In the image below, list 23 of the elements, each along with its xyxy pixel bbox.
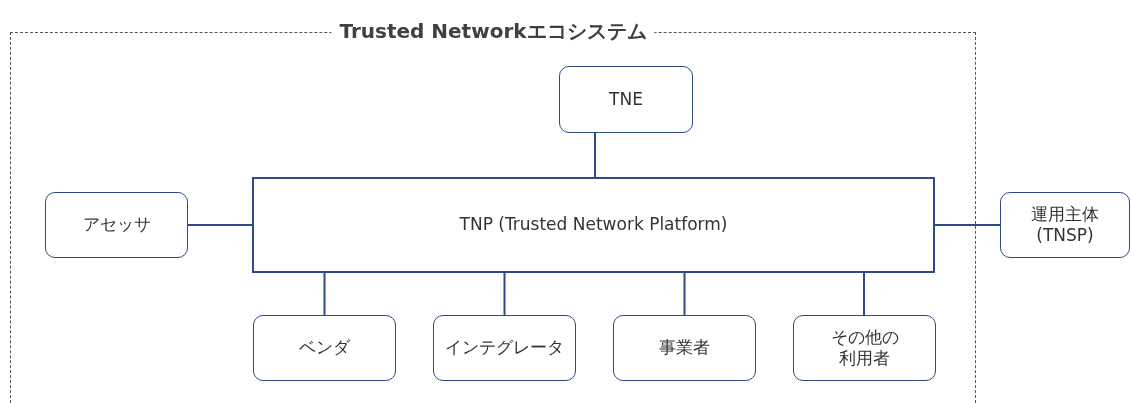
node-label: TNP (Trusted Network Platform) xyxy=(458,214,729,236)
rounded-box xyxy=(1000,192,1130,258)
node-label: インテグレータ xyxy=(444,337,565,359)
node-label: アセッサ xyxy=(81,214,152,236)
rounded-box xyxy=(613,315,756,381)
rounded-box xyxy=(45,192,188,258)
node-label: 運用主体 (TNSP) xyxy=(1030,203,1100,247)
connector-line xyxy=(503,272,506,316)
rounded-box xyxy=(793,315,936,381)
rounded-box xyxy=(253,315,396,381)
node-label: ベンダ xyxy=(298,337,351,359)
rounded-box xyxy=(559,66,693,133)
platform-box xyxy=(252,177,935,273)
connector-line xyxy=(187,224,253,226)
connector-line xyxy=(683,272,686,316)
connector-line xyxy=(323,272,326,316)
node-label: 事業者 xyxy=(658,337,711,359)
connector-line xyxy=(594,132,596,178)
connector-line xyxy=(863,272,865,316)
node-label: その他の利用者 xyxy=(829,326,900,370)
connector-line xyxy=(934,224,1001,226)
node-label: TNE xyxy=(608,88,644,111)
rounded-box xyxy=(433,315,576,381)
